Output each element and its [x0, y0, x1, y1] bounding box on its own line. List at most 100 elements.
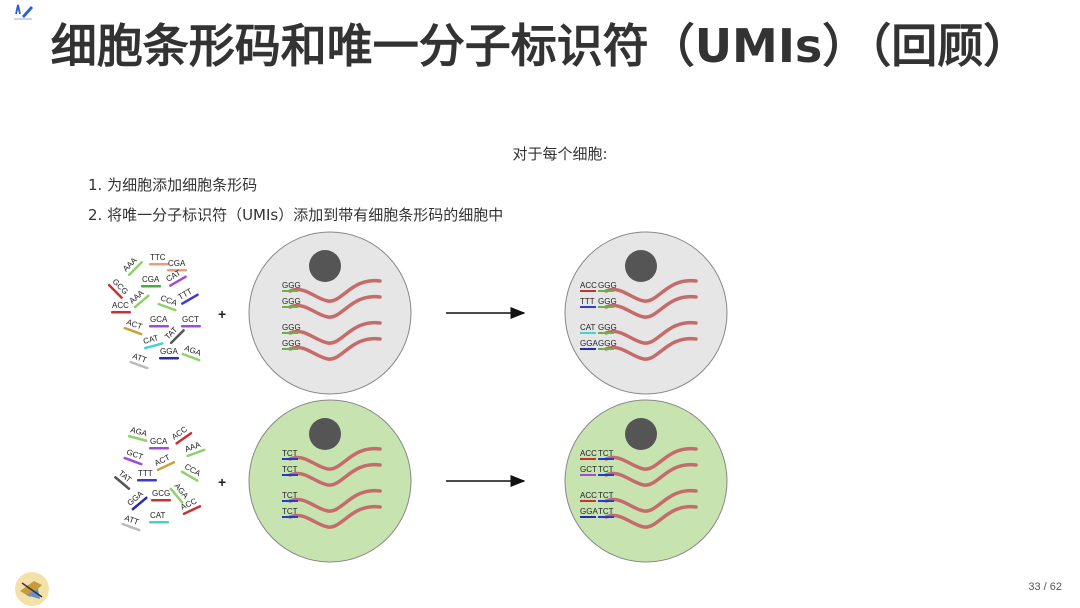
mrna-strand: [604, 294, 698, 319]
umi-bar: [580, 458, 596, 460]
pool-molecule-bar: [127, 261, 143, 277]
cell-barcode-bar: [282, 290, 298, 292]
pool-molecule-bar: [137, 479, 157, 482]
pool-molecule-bar: [181, 352, 201, 362]
pool-molecule-bar: [180, 470, 199, 482]
pool-molecule-bar: [121, 522, 141, 532]
mrna-strand: [288, 462, 382, 487]
pool-molecule-bar: [149, 521, 169, 524]
pool-molecule-label: ACC: [112, 301, 129, 310]
mrna-strand: [604, 504, 698, 529]
pool-molecule-bar: [186, 448, 206, 458]
pool-molecule-bar: [107, 283, 123, 299]
pool-molecule-bar: [149, 325, 169, 328]
cell-barcode-bar: [282, 458, 298, 460]
cell-barcode-bar: [282, 348, 298, 350]
cell-barcode-bar: [282, 332, 298, 334]
cell-barcode-bar: [598, 306, 614, 308]
mrna-strand: [288, 278, 382, 303]
pool-molecule-label: AAA: [128, 288, 147, 306]
pool-molecule-bar: [149, 263, 169, 266]
cell-barcode-bar: [282, 516, 298, 518]
pool-molecule-bar: [180, 293, 199, 305]
step-list: 1. 为细胞添加细胞条形码 2. 将唯一分子标识符（UMIs）添加到带有细胞条形…: [88, 170, 503, 230]
pool-molecule-label: AAA: [121, 255, 139, 273]
mrna-strand: [288, 336, 382, 361]
umi-bar: [580, 348, 596, 350]
cell-barcode-label: TCT: [282, 465, 298, 474]
pool-molecule-bar: [169, 329, 185, 345]
cell-barcode-bar: [598, 290, 614, 292]
edit-pencil-icon[interactable]: [12, 2, 34, 20]
pool-molecule-label: GCG: [152, 489, 170, 498]
pool-molecule-label: GCG: [111, 277, 130, 296]
cell-barcode-bar: [598, 516, 614, 518]
cell-barcode-label: TCT: [598, 449, 614, 458]
pool-molecule-label: GCA: [150, 315, 168, 324]
pool-molecule-label: CCA: [183, 462, 203, 479]
cell-barcode-bar: [598, 332, 614, 334]
pool-molecule-bar: [149, 447, 169, 450]
mrna-strand: [604, 462, 698, 487]
pool-molecule-label: GCT: [182, 315, 199, 324]
pool-molecule-bar: [159, 357, 179, 360]
mrna-strand: [288, 488, 382, 513]
cell-barcode-label: TCT: [598, 465, 614, 474]
mrna-strand: [288, 320, 382, 345]
umi-bar: [580, 500, 596, 502]
cell-barcode-bar: [598, 500, 614, 502]
pool-molecule-label: GCA: [150, 437, 168, 446]
pool-molecule-bar: [123, 326, 143, 336]
umi-label: ACC: [580, 449, 597, 458]
pool-molecule-label: CAT: [150, 511, 166, 520]
umi-bar: [580, 290, 596, 292]
slide-subtitle: 对于每个细胞:: [512, 145, 608, 163]
mrna-strand: [288, 504, 382, 529]
umi-label: ACC: [580, 491, 597, 500]
pool-molecule-bar: [123, 456, 143, 466]
cell-barcode-label: GGG: [282, 339, 301, 348]
pool-molecule-bar: [169, 487, 184, 504]
umi-bar: [580, 332, 596, 334]
cell-barcode-label: TCT: [282, 449, 298, 458]
pool-molecule-label: ACC: [170, 424, 189, 441]
cell-after: [564, 231, 728, 395]
umi-label: GGA: [580, 507, 598, 516]
umi-bar: [580, 474, 596, 476]
cell-barcode-label: TCT: [598, 491, 614, 500]
pool-molecule-bar: [168, 275, 187, 287]
cell-barcode-bar: [282, 474, 298, 476]
step-item-2: 2. 将唯一分子标识符（UMIs）添加到带有细胞条形码的细胞中: [88, 206, 504, 224]
mrna-strand: [288, 446, 382, 471]
pool-molecule-label: CAT: [142, 333, 159, 346]
cell-barcode-label: GGG: [598, 339, 617, 348]
pool-molecule-label: AGA: [172, 482, 190, 501]
cell-barcode-label: TCT: [282, 507, 298, 516]
cell-barcode-bar: [598, 348, 614, 350]
pool-molecule-bar: [141, 285, 161, 288]
umi-label: ACC: [580, 281, 597, 290]
pool-molecule-bar: [133, 294, 150, 309]
pool-molecule-bar: [114, 476, 131, 491]
cell-nucleus: [625, 418, 657, 450]
mrna-strand: [604, 488, 698, 513]
cell-nucleus: [309, 418, 341, 450]
cell-barcode-label: GGG: [282, 297, 301, 306]
pool-molecule-bar: [156, 461, 176, 472]
umi-label: GGA: [580, 339, 598, 348]
institution-logo: [15, 572, 49, 606]
cell-after: [564, 399, 728, 563]
umi-label: CAT: [580, 323, 596, 332]
cell-barcode-label: GGG: [598, 297, 617, 306]
pool-molecule-bar: [129, 360, 149, 370]
pool-molecule-label: GGA: [160, 347, 178, 356]
umi-bar: [580, 516, 596, 518]
cell-nucleus: [309, 250, 341, 282]
pool-molecule-label: GGA: [126, 489, 146, 508]
mrna-strand: [604, 336, 698, 361]
pool-molecule-label: TTC: [150, 253, 166, 262]
pool-molecule-bar: [151, 499, 171, 502]
plus-sign: +: [218, 306, 226, 322]
slide-number: 33 / 62: [1028, 581, 1062, 593]
